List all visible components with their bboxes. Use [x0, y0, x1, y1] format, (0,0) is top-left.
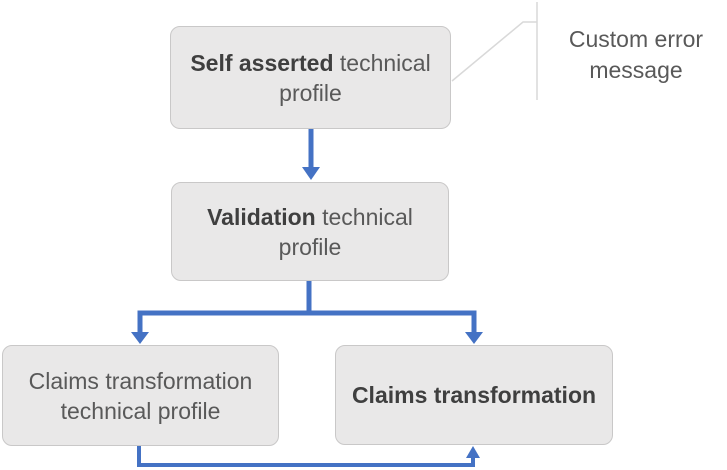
connector-bottom-loop — [137, 446, 475, 467]
box-label: Claims transformation — [352, 380, 596, 410]
box-label: Self asserted technical profile — [181, 48, 440, 108]
arrowhead-down-right-box — [465, 332, 483, 344]
callout-leader-line — [451, 21, 537, 82]
callout-text: Custom error message — [568, 26, 704, 83]
validation-technical-profile-box: Validation technical profile — [171, 182, 449, 281]
claims-transformation-box: Claims transformation — [335, 345, 613, 445]
box-label-regular: technical profile — [278, 203, 413, 260]
box-label: Validation technical profile — [182, 202, 438, 262]
self-asserted-technical-profile-box: Self asserted technical profile — [170, 26, 451, 129]
box-label-bold: Validation — [207, 203, 316, 230]
box-label-bold: Claims transformation — [351, 382, 597, 408]
connector-branch-bar — [137, 310, 477, 333]
arrowhead-down-validation — [302, 167, 320, 180]
box-label: Claims transformation technical profile — [13, 366, 268, 426]
box-label-bold: Self asserted — [190, 49, 334, 76]
box-label-regular: technical profile — [279, 49, 431, 106]
arrowhead-down-left-box — [131, 332, 149, 344]
arrowhead-up-right-box — [466, 446, 480, 458]
box-label-regular: Claims transformation technical profile — [28, 367, 253, 424]
claims-transformation-technical-profile-box: Claims transformation technical profile — [2, 345, 279, 446]
